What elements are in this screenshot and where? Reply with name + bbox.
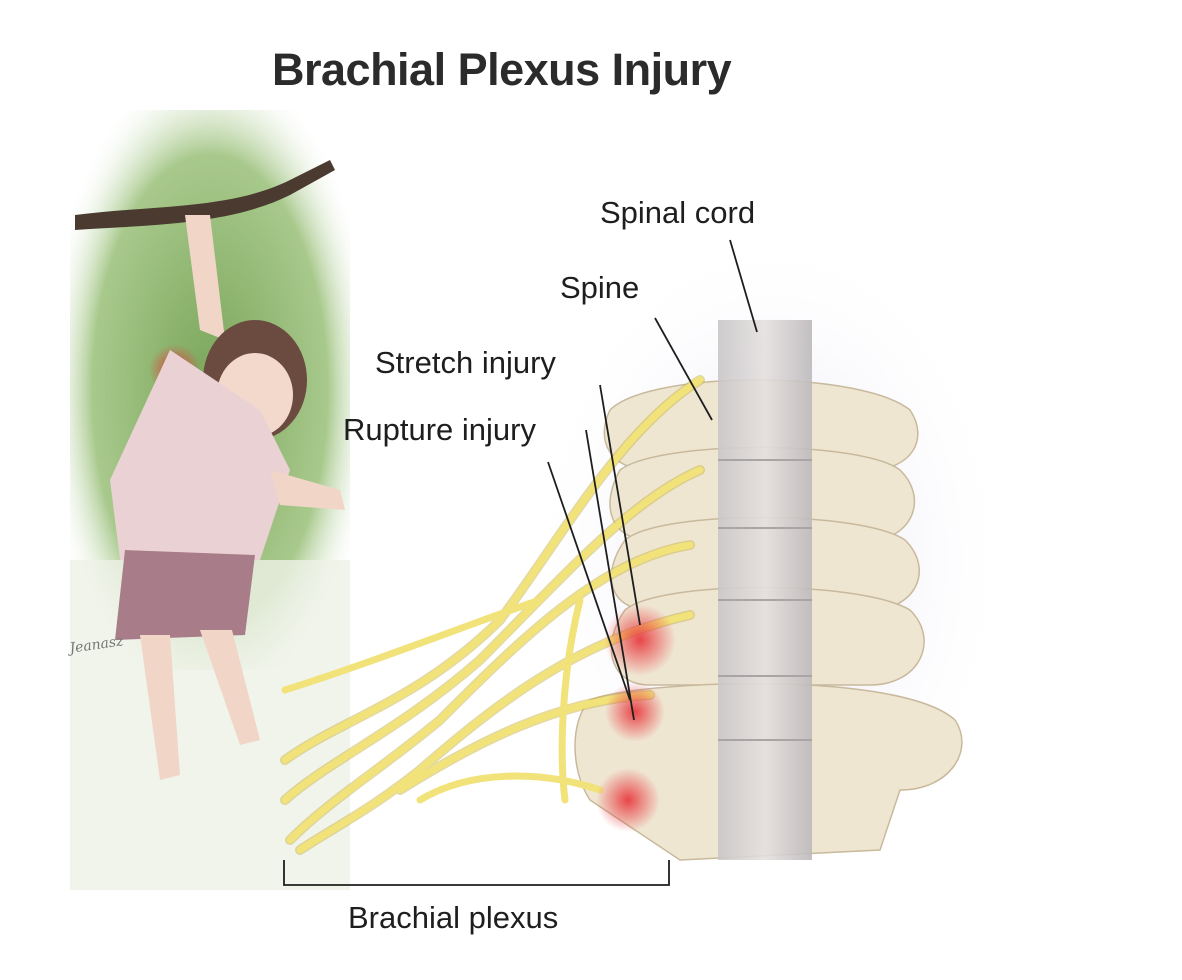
spinal-cord-leader <box>729 239 758 333</box>
rupture-injury-leader <box>547 461 631 701</box>
label-stretch-injury: Stretch injury <box>375 345 556 380</box>
child-shirt <box>110 350 290 560</box>
child-legs <box>140 630 260 780</box>
svg-text:Jeanasz: Jeanasz <box>66 633 125 657</box>
diagram-title: Brachial Plexus Injury <box>272 44 732 95</box>
signature: Jeanasz <box>66 633 125 657</box>
child-arm-lower <box>270 470 345 510</box>
rupture-injury-site <box>605 682 665 742</box>
leader-lines <box>547 239 758 721</box>
label-spinal-cord: Spinal cord <box>600 195 756 230</box>
injury-sites <box>596 604 676 832</box>
stretch-injury-leader <box>599 384 641 626</box>
tree-branch <box>75 160 335 230</box>
label-brachial-plexus: Brachial plexus <box>348 900 559 935</box>
rupture-injury-leader-2 <box>585 429 635 721</box>
spine <box>574 320 963 861</box>
child-arm-raised <box>185 215 225 340</box>
child-skirt <box>115 550 255 640</box>
spine-leader <box>654 317 713 421</box>
brachial-plexus-nerves <box>280 375 705 855</box>
stretch-injury-site <box>604 604 676 676</box>
brachial-plexus-bracket <box>283 860 670 886</box>
spinal-cord <box>718 320 812 860</box>
rupture-injury-site-lower <box>596 768 660 832</box>
label-rupture-injury: Rupture injury <box>343 412 536 447</box>
label-spine: Spine <box>560 270 640 305</box>
child-scene <box>70 110 350 890</box>
